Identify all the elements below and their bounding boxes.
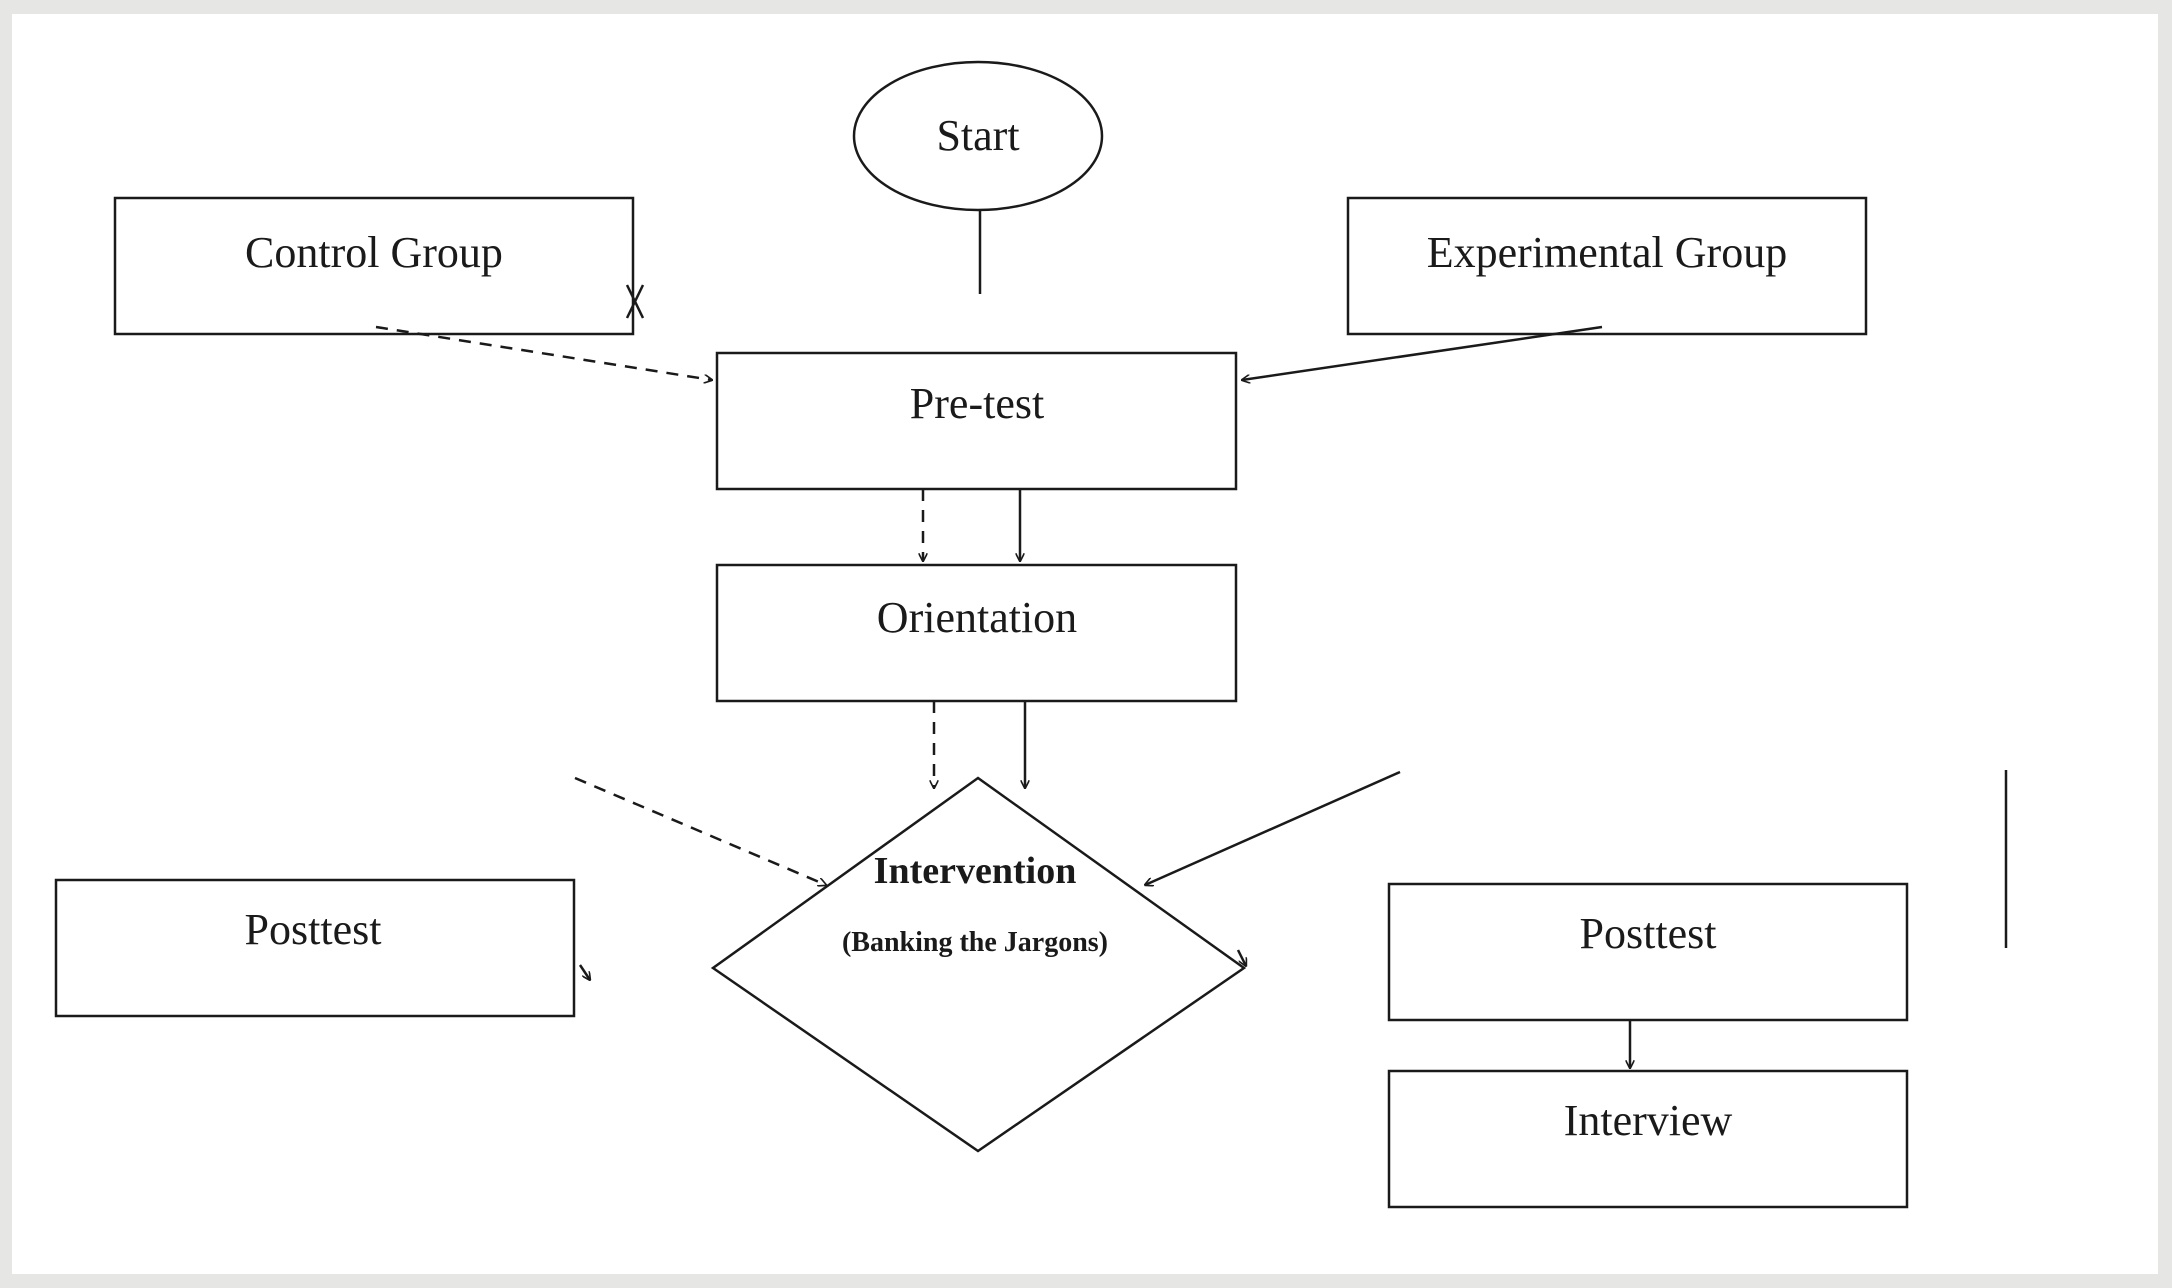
intervention-to-posttest-right-arrow	[1236, 949, 1246, 966]
interview-label: Interview	[1564, 1096, 1733, 1145]
posttest-right-label: Posttest	[1580, 909, 1717, 958]
orientation-box	[715, 563, 1238, 703]
experimental-group-box	[1346, 196, 1868, 336]
pretest-box	[715, 351, 1238, 491]
posttest-left-label: Posttest	[245, 905, 382, 954]
experimental-to-pretest-arrow	[1242, 325, 1603, 380]
experimental-group-label: Experimental Group	[1427, 228, 1787, 277]
control-group-box	[113, 196, 635, 336]
intervention-diamond	[710, 776, 1247, 1153]
control-to-pretest-arrow	[375, 325, 712, 380]
posttest-left-box	[54, 878, 576, 1018]
pretest-label: Pre-test	[910, 379, 1044, 428]
interview-box	[1387, 1069, 1909, 1209]
start-label: Start	[936, 111, 1019, 160]
orientation-label: Orientation	[877, 593, 1077, 642]
control-to-intervention-arrow	[574, 776, 826, 885]
intervention-subtitle: (Banking the Jargons)	[842, 927, 1108, 958]
control-group-x-mark	[625, 284, 645, 319]
intervention-to-posttest-left-arrow	[578, 964, 590, 980]
intervention-title: Intervention	[874, 850, 1077, 892]
posttest-right-box	[1387, 882, 1909, 1022]
start-node	[852, 60, 1104, 212]
experimental-to-intervention-arrow	[1145, 770, 1401, 885]
control-group-label: Control Group	[245, 228, 503, 277]
